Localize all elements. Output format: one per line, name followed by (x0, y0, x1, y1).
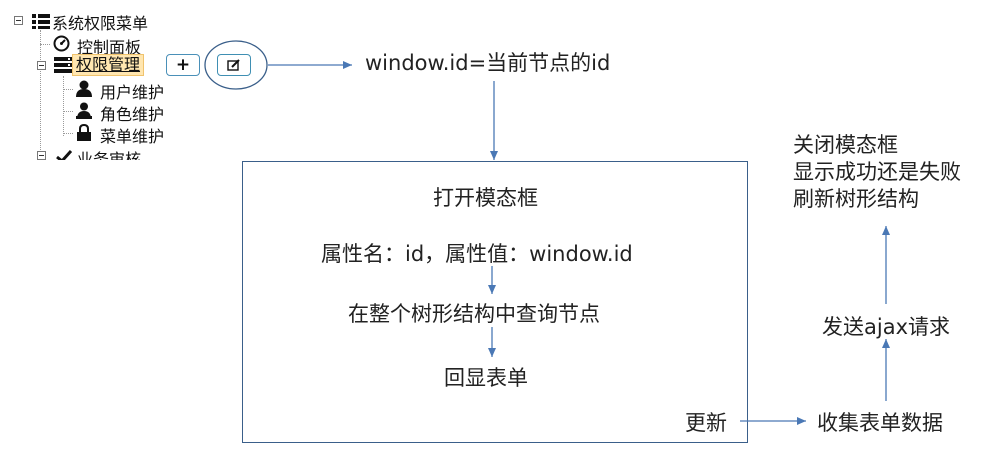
echo-form-step: 回显表单 (444, 366, 528, 390)
check-icon (56, 149, 72, 160)
tree-item-role[interactable]: 角色维护 (100, 105, 165, 124)
tree-root-label[interactable]: 系统权限菜单 (52, 14, 149, 33)
tree-item-permission[interactable]: 权限管理 (72, 54, 145, 76)
edit-button-highlight (204, 40, 268, 90)
modal-flow-box (242, 161, 748, 443)
edit-node-button[interactable] (217, 54, 251, 76)
attribute-step: 属性名：id，属性值：window.id (321, 242, 633, 266)
collect-form-step: 收集表单数据 (817, 411, 943, 435)
collapse-toggle-root[interactable] (14, 16, 23, 25)
edit-icon (227, 59, 240, 71)
tree-item-dashboard[interactable]: 控制面板 (77, 38, 142, 57)
server-icon (54, 57, 72, 73)
result-line: 刷新树形结构 (793, 187, 919, 211)
user-icon (76, 80, 92, 97)
send-ajax-step: 发送ajax请求 (822, 315, 950, 339)
list-icon (32, 14, 50, 29)
collapse-toggle-audit[interactable] (37, 151, 46, 160)
collapse-toggle-permission[interactable] (37, 61, 46, 70)
add-icon: + (175, 54, 191, 75)
window-id-note: window.id=当前节点的id (365, 51, 611, 75)
tree-item-audit-clip: 业务审核 (0, 146, 240, 160)
update-step: 更新 (685, 411, 727, 435)
result-line: 显示成功还是失败 (793, 160, 961, 184)
lock-icon (77, 124, 91, 141)
open-modal-step: 打开模态框 (433, 186, 538, 210)
result-steps: 关闭模态框 显示成功还是失败 刷新树形结构 (793, 132, 961, 213)
tree-item-audit[interactable]: 业务审核 (77, 150, 142, 160)
user-tie-icon (76, 102, 92, 119)
add-node-button[interactable]: + (166, 54, 200, 76)
query-node-step: 在整个树形结构中查询节点 (348, 302, 600, 326)
dashboard-icon (53, 35, 70, 52)
tree-item-user[interactable]: 用户维护 (100, 83, 165, 102)
result-line: 关闭模态框 (793, 133, 898, 157)
tree-item-menu[interactable]: 菜单维护 (100, 127, 165, 146)
